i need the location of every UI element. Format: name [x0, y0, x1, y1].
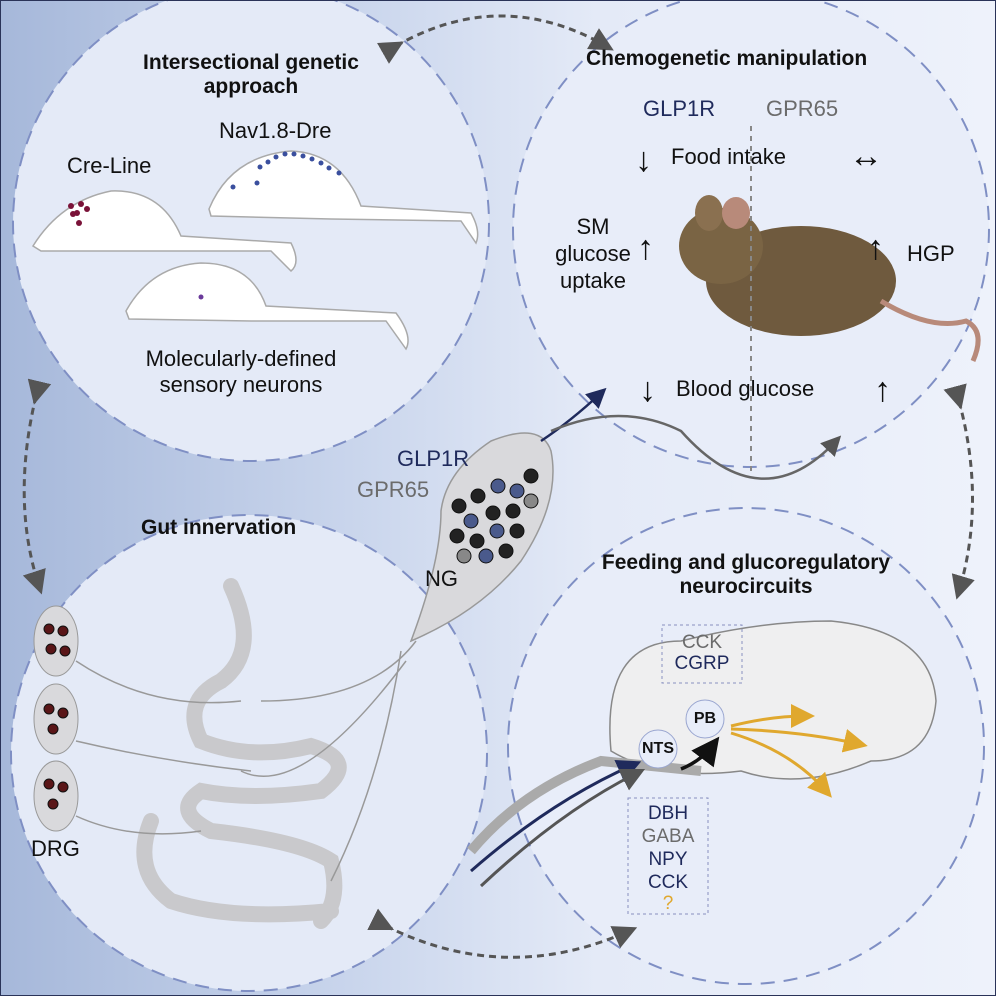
pb-output-arrows [730, 704, 868, 798]
nts-node [638, 729, 678, 769]
drg-fibers [75, 660, 252, 835]
label-blood-glucose: Blood glucose [676, 376, 815, 401]
label-molecularly-defined: Molecularly-defined sensory neurons [145, 346, 337, 397]
arrow-down-icon: ↓ [635, 141, 652, 179]
label-drg: DRG [31, 836, 80, 861]
nts-to-pb-arrow [680, 736, 720, 771]
arrow-up-icon: ↑ [637, 229, 654, 267]
top-marker-box [661, 624, 743, 684]
panel-title-neuro: Feeding and glucoregulatory neurocircuit… [601, 551, 891, 598]
brown-mouse-illustration [679, 195, 981, 362]
projection-arrow-gpr65 [479, 768, 646, 888]
label-sm-glucose-uptake: SM glucose uptake [555, 214, 631, 293]
arrow-no-change-icon: ↔ [849, 137, 883, 175]
label-ganglion-glp1r: GLP1R [397, 446, 470, 471]
gut-intestine [136, 578, 347, 929]
label-hgp: HGP [907, 241, 955, 266]
panel-title-genetic: Intersectional genetic approach [143, 51, 359, 98]
label-gpr65: GPR65 [766, 96, 839, 121]
projection-arrow-glp1r [470, 760, 642, 873]
cycle-arrow-bottom [367, 908, 638, 959]
panel-title-chemo: Chemogenetic manipulation [586, 47, 868, 70]
nerve-to-chemo-glp1r [540, 387, 607, 443]
nerve-to-chemo-gpr65 [550, 414, 842, 480]
arrow-up-icon: ↑ [867, 229, 884, 267]
ganglion-neurons [449, 468, 539, 564]
mouse-defined [125, 262, 409, 351]
bottom-marker-box [627, 797, 709, 915]
drg-ganglia [33, 605, 79, 832]
marker-npy: NPY [648, 849, 688, 870]
drg-neurons [43, 623, 71, 810]
label-nav18-dre: Nav1.8-Dre [219, 118, 332, 143]
label-pb: PB [693, 710, 717, 727]
arrow-up-icon: ↑ [874, 371, 891, 409]
pb-node [685, 699, 725, 739]
marker-dbh: DBH [647, 803, 689, 824]
marker-cck-top: CCK [681, 632, 723, 653]
arrow-down-icon: ↓ [639, 371, 656, 409]
brainstem [467, 755, 702, 855]
label-ganglion-gpr65: GPR65 [357, 477, 430, 502]
panel-title-gut: Gut innervation [141, 516, 297, 539]
gut-vagal-branches [240, 640, 417, 882]
marker-unknown: ? [662, 893, 674, 914]
cre-dots [68, 201, 90, 226]
label-nts: NTS [642, 740, 674, 757]
cycle-arrow-right [943, 383, 975, 600]
defined-dot [198, 294, 204, 300]
marker-cgrp: CGRP [674, 653, 730, 674]
marker-cck-bottom: CCK [647, 872, 689, 893]
label-ng: NG [425, 566, 458, 591]
nav-dots [230, 151, 342, 190]
label-glp1r: GLP1R [643, 96, 716, 121]
marker-gaba: GABA [641, 826, 695, 847]
cycle-arrow-top [377, 14, 614, 64]
panel-circle-genetic [12, 1, 490, 462]
cycle-arrow-left [22, 378, 52, 595]
mouse-cre-line [31, 190, 297, 273]
label-food-intake: Food intake [671, 144, 786, 169]
label-cre-line: Cre-Line [67, 153, 152, 178]
